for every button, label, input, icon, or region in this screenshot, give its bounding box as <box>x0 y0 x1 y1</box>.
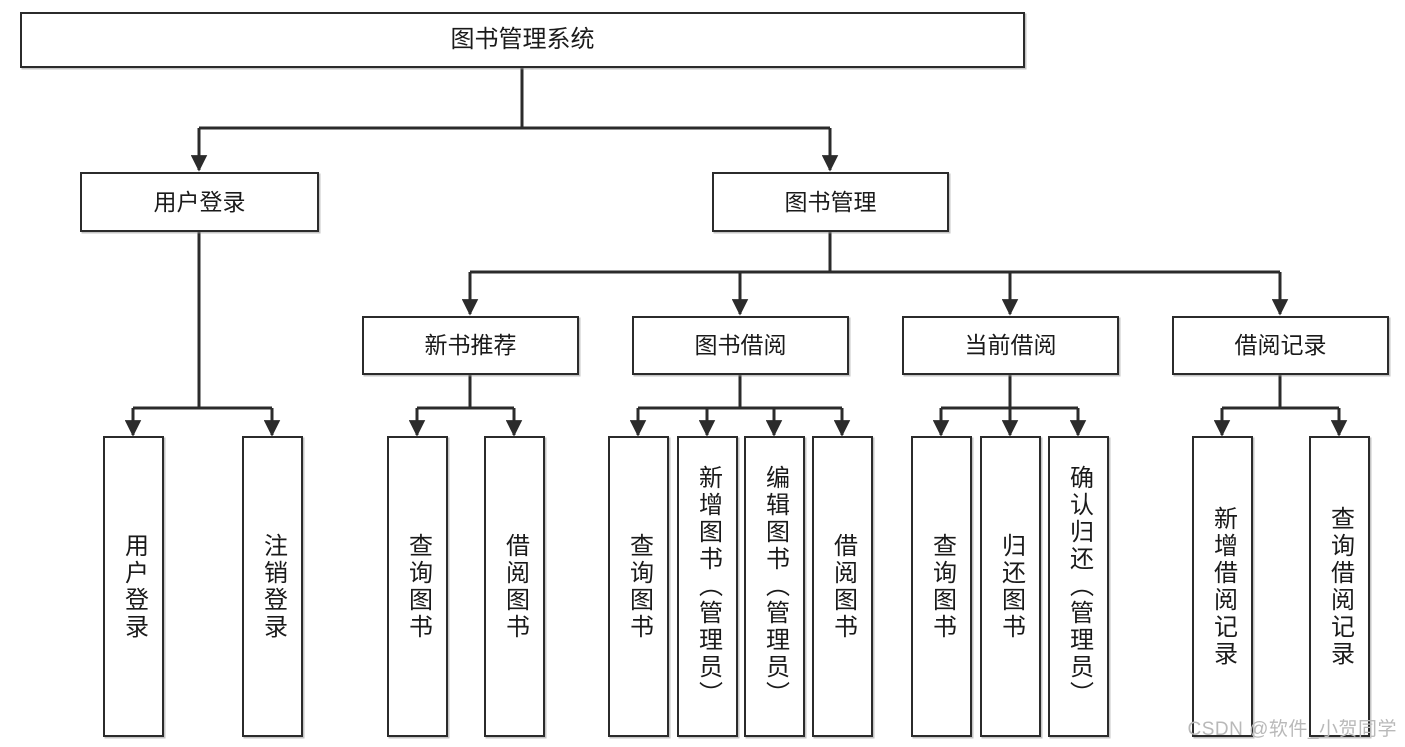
leaf-confirm-return-admin-label: 确认归还（管理员） <box>1065 465 1093 708</box>
leaf-borrow-book-2[interactable]: 借阅图书 <box>812 436 873 737</box>
leaf-query-record[interactable]: 查询借阅记录 <box>1309 436 1370 737</box>
leaf-query-book-1-label: 查询图书 <box>404 532 432 641</box>
node-user-login[interactable]: 用户登录 <box>80 172 319 232</box>
node-user-login-label: 用户登录 <box>153 188 246 215</box>
node-borrow-record[interactable]: 借阅记录 <box>1172 316 1389 375</box>
node-book-borrow[interactable]: 图书借阅 <box>632 316 849 375</box>
node-book-manage-label: 图书管理 <box>784 188 877 215</box>
leaf-query-book-3-label: 查询图书 <box>928 532 956 641</box>
leaf-query-book-2-label: 查询图书 <box>625 532 653 641</box>
node-book-manage[interactable]: 图书管理 <box>712 172 949 232</box>
leaf-confirm-return-admin[interactable]: 确认归还（管理员） <box>1048 436 1109 737</box>
leaf-edit-book-admin[interactable]: 编辑图书（管理员） <box>744 436 805 737</box>
leaf-return-book[interactable]: 归还图书 <box>980 436 1041 737</box>
leaf-add-book-admin-label: 新增图书（管理员） <box>694 465 722 708</box>
leaf-add-record[interactable]: 新增借阅记录 <box>1192 436 1253 737</box>
leaf-borrow-book-1[interactable]: 借阅图书 <box>484 436 545 737</box>
leaf-query-record-label: 查询借阅记录 <box>1326 505 1354 668</box>
leaf-borrow-book-1-label: 借阅图书 <box>501 532 529 641</box>
node-new-book-rec[interactable]: 新书推荐 <box>362 316 579 375</box>
leaf-borrow-book-2-label: 借阅图书 <box>829 532 857 641</box>
leaf-return-book-label: 归还图书 <box>997 532 1025 641</box>
leaf-add-book-admin[interactable]: 新增图书（管理员） <box>677 436 738 737</box>
node-root-label: 图书管理系统 <box>450 26 595 54</box>
leaf-user-login-label: 用户登录 <box>120 532 148 641</box>
leaf-add-record-label: 新增借阅记录 <box>1209 505 1237 668</box>
node-current-borrow-label: 当前借阅 <box>964 332 1057 359</box>
leaf-user-login[interactable]: 用户登录 <box>103 436 164 737</box>
leaf-query-book-2[interactable]: 查询图书 <box>608 436 669 737</box>
leaf-edit-book-admin-label: 编辑图书（管理员） <box>761 465 789 708</box>
node-new-book-rec-label: 新书推荐 <box>424 332 517 359</box>
node-borrow-record-label: 借阅记录 <box>1234 332 1327 359</box>
node-root[interactable]: 图书管理系统 <box>20 12 1025 68</box>
leaf-logout-label: 注销登录 <box>259 532 287 641</box>
node-current-borrow[interactable]: 当前借阅 <box>902 316 1119 375</box>
leaf-query-book-1[interactable]: 查询图书 <box>387 436 448 737</box>
leaf-logout[interactable]: 注销登录 <box>242 436 303 737</box>
node-book-borrow-label: 图书借阅 <box>694 332 787 359</box>
leaf-query-book-3[interactable]: 查询图书 <box>911 436 972 737</box>
